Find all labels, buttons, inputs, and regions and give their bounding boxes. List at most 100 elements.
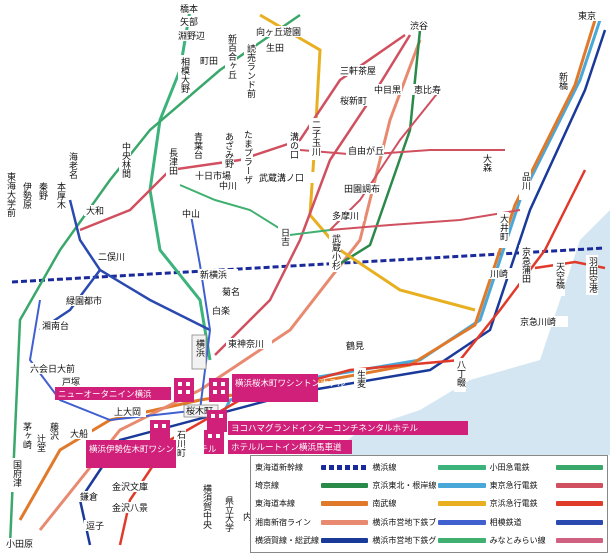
map-legend: 東海道新幹線 横浜線 小田急電鉄 埼京線 京浜東北・根岸線 東京急行電鉄 東海道… [250,455,608,553]
station-zushi: 逗子 [86,521,104,532]
station-kawasakidaishi: 京急川崎 [520,316,556,328]
station-tsujido: 辻堂 [35,433,46,452]
station-labels: 橋本 矢部 淵野辺 町田 相模大野 新百合ヶ丘 読売ランド前 向ヶ丘遊園 生田 … [4,3,602,550]
station-ikuta: 生田 [266,42,284,54]
legend-label: 横須賀線・総武線 [255,536,319,546]
hotel-icon-5[interactable] [150,420,170,444]
station-kanazawabunko: 金沢文庫 [112,481,148,493]
legend-swatch [438,501,486,507]
station-mizonokuchi: 溝の口 [288,131,299,159]
station-tamaplaza: たまプラーザ [242,130,253,184]
legend-item: 東海道新幹線 [255,458,369,476]
legend-item: 京浜東北・根岸線 [372,476,486,494]
station-nagatsuta: 長津田 [167,148,178,176]
station-tsurumi: 鶴見 [346,340,364,352]
hotel-label-newotani[interactable]: ニューオータニイン横浜 [55,387,171,400]
station-hatano: 秦野 [37,181,48,200]
legend-swatch [555,483,603,489]
station-kozu: 国府津 [11,460,22,488]
station-shinagawa: 品川 [520,172,531,190]
station-kikuna: 菊名 [222,286,240,298]
legend-swatch [321,464,369,470]
legend-swatch [438,519,486,525]
hotel-icon-2[interactable] [209,378,229,402]
station-futamatagawa: 二俣川 [98,251,125,263]
station-shibuya: 渋谷 [410,20,428,32]
legend-swatch [438,464,486,470]
station-shinyurigaoka: 新百合ヶ丘 [226,33,237,79]
legend-label: 東京急行電鉄 [489,481,538,491]
hotel-label-isezakicho-washington[interactable]: 横浜伊勢佐木町ワシントンホテル [86,440,217,468]
station-sagamiono: 相模大野 [179,56,190,93]
station-shinyokohama: 新横浜 [200,269,227,281]
hotel-label-hotelroute[interactable]: ホテルルートイン横浜馬車道 [228,440,352,454]
legend-label: 南武線 [372,499,397,509]
station-aobadai: 青葉台 [192,131,203,160]
station-tokyo: 東京 [578,10,596,22]
station-hatchonawate: 八丁畷 [455,360,466,388]
hotel-label-sakuragicho-washington[interactable]: 横浜桜木町ワシントンホテル [232,374,346,402]
station-roppongi: 六会日大前 [30,363,75,375]
legend-item: 横浜線 [372,458,486,476]
legend-swatch [321,519,369,525]
legend-swatch [438,538,486,544]
legend-item: 小田急電鉄 [490,458,603,476]
hotel-isezakicho-washington-text: 横浜伊勢佐木町ワシントンホテル [89,444,217,455]
legend-label: 東海道新幹線 [255,462,303,472]
station-namamugi: 生麦 [355,369,366,389]
station-kenritsudaigaku: 県立大学 [223,496,234,532]
line-tokyu-denentoshi [79,33,406,232]
station-naka: 内 [241,511,252,522]
legend-item: 東京急行電鉄 [490,476,603,494]
station-kawasaki: 川崎 [490,268,508,280]
station-omori: 大森 [481,153,492,173]
legend-swatch [555,538,603,544]
station-chigasaki: 茅ヶ崎 [21,422,32,449]
legend-item: 湘南新宿ライン [255,513,369,531]
station-tenkubashi: 天空橋 [554,262,565,290]
legend-item: 相模鉄道 [490,513,603,531]
legend-item: 横須賀線・総武線 [255,532,369,550]
station-nakagawa: 中川 [219,180,237,192]
station-machida: 町田 [200,56,218,67]
legend-item: 東海道本線 [255,495,369,513]
station-higashikanagawa: 東神奈川 [228,338,264,350]
legend-label: 横浜市営地下鉄グリーンライン [372,536,437,546]
station-futakotamagawa: 二子玉川 [310,120,321,156]
hotel-label-grand-intercontinental[interactable]: ヨコハマグランドインターコンチネンタルホテル [228,421,468,435]
legend-item: 横浜市営地下鉄ブルーライン [372,513,486,531]
hotel-grand-intercontinental-text: ヨコハマグランドインターコンチネンタルホテル [231,423,419,434]
station-ebina: 海老名 [67,151,78,180]
sea-area [330,210,610,455]
hotel-icon-3[interactable] [207,410,227,432]
legend-item: 南武線 [372,495,486,513]
station-kamiooka: 上大岡 [114,406,141,418]
line-yokosuka [78,29,607,546]
hotel-icon-4[interactable] [204,430,224,454]
legend-label: 相模鉄道 [489,517,522,527]
station-tokaidaigakumae: 東海大学前 [5,171,16,218]
station-tokaichiba: 十日市場 [195,170,231,182]
station-ofuna: 大船 [70,428,88,440]
station-isehara: 伊勢原 [21,181,32,209]
legend-label: 横浜線 [372,462,397,472]
station-hashimoto: 橋本 [180,3,198,15]
line-tokyu-ikegami [329,209,521,231]
legend-label: 埼京線 [255,481,279,491]
station-nakameguro: 中目黒 [374,84,401,96]
station-azamino: あざみ野 [223,132,234,168]
legend-item: 京浜急行電鉄 [490,495,603,513]
legend-label: みなとみらい線 [489,536,546,546]
station-yokohamakaijou: 横須賀中央 [201,483,212,530]
station-odawara: 小田原 [6,539,33,550]
station-tamagawa: 多摩川 [332,210,359,222]
legend-swatch [321,538,369,544]
station-sakurashimmachi: 桜新町 [340,95,367,107]
hotel-icon-1[interactable] [174,378,194,402]
legend-item: 埼京線 [255,476,369,494]
station-shimbashi: 新橋 [557,71,568,91]
station-oimachi: 大井町 [498,213,509,241]
station-ryokuenntoshi: 緑園都市 [66,295,102,307]
line-tokyu-meguro [329,89,441,231]
station-totsuka: 戸塚 [62,377,80,388]
